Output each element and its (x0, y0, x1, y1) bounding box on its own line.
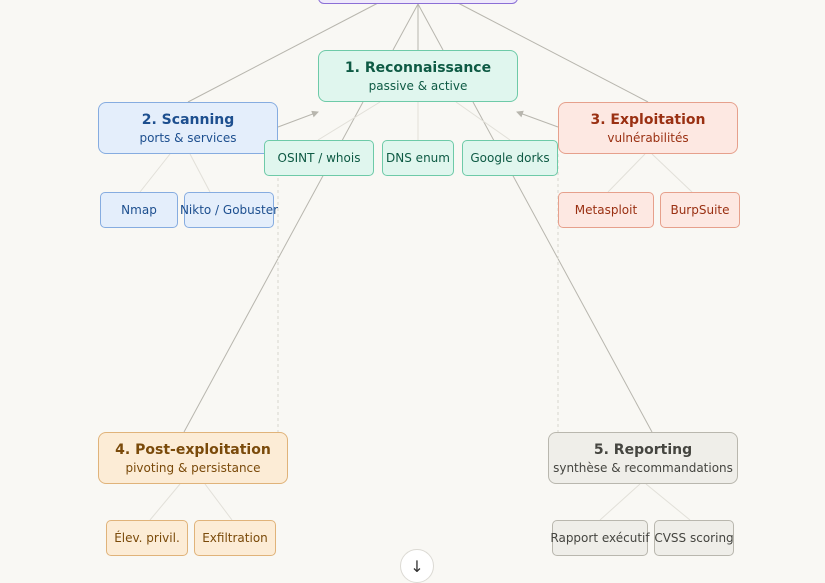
tool-executive-report[interactable]: Rapport exécutif (550, 520, 650, 556)
tool-google-dorks[interactable]: Google dorks (462, 140, 558, 176)
edge-exploit-recon (516, 110, 559, 128)
phase-post-exploitation[interactable]: 4. Post-exploitation pivoting & persista… (98, 432, 288, 484)
tool-nikto-gobuster[interactable]: Nikto / Gobuster (180, 192, 278, 228)
arrow-down-icon: ↓ (410, 556, 424, 576)
edge-root-exploit (457, 2, 649, 103)
phase-subtitle: ports & services (139, 130, 237, 145)
phase-title: 5. Reporting (593, 441, 693, 458)
phase-subtitle: vulnérabilités (607, 130, 689, 145)
phase-subtitle: pivoting & persistance (125, 460, 261, 475)
phase-reporting[interactable]: 5. Reporting synthèse & recommandations (548, 432, 738, 484)
edge-root-recon-c (417, 3, 444, 51)
tool-metasploit[interactable]: Metasploit (558, 192, 654, 228)
phase-reconnaissance[interactable]: 1. Reconnaissance passive & active (318, 50, 518, 102)
phase-scanning[interactable]: 2. Scanning ports & services (98, 102, 278, 154)
tool-nmap[interactable]: Nmap (100, 192, 178, 228)
phase-subtitle: passive & active (368, 78, 468, 93)
tool-burpsuite[interactable]: BurpSuite (660, 192, 740, 228)
tool-cvss-scoring[interactable]: CVSS scoring (654, 520, 734, 556)
tool-privilege-escalation[interactable]: Élev. privil. (106, 520, 188, 556)
phase-title: 4. Post-exploitation (115, 441, 271, 458)
phase-title: 2. Scanning (141, 111, 235, 128)
edge-scan-recon (277, 110, 319, 128)
phase-exploitation[interactable]: 3. Exploitation vulnérabilités (558, 102, 738, 154)
tool-dns-enum[interactable]: DNS enum (382, 140, 454, 176)
edge-root-scan (187, 2, 379, 103)
root-node[interactable] (318, 0, 518, 4)
scroll-down-button[interactable]: ↓ (400, 549, 434, 583)
phase-subtitle: synthèse & recommandations (553, 460, 733, 475)
phase-title: 3. Exploitation (590, 111, 706, 128)
edge-root-recon-a (392, 3, 419, 51)
tool-osint-whois[interactable]: OSINT / whois (264, 140, 374, 176)
tool-exfiltration[interactable]: Exfiltration (194, 520, 276, 556)
phase-title: 1. Reconnaissance (344, 59, 492, 76)
